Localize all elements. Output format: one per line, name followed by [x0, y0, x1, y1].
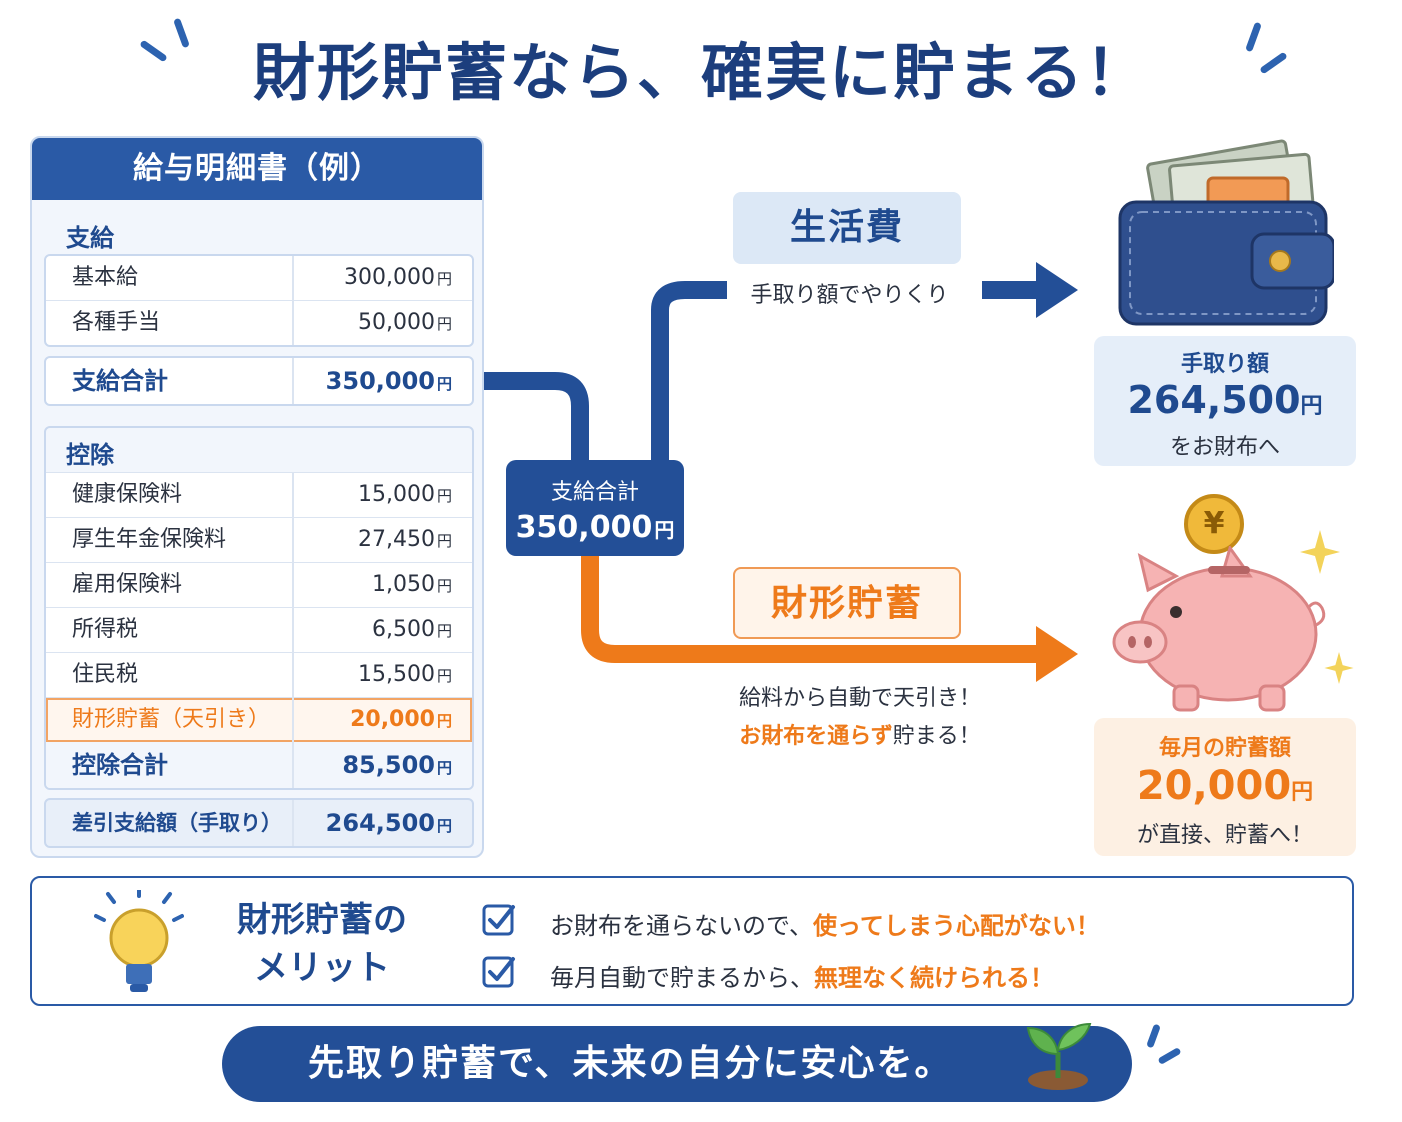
row-value: 6,500: [372, 617, 435, 642]
row-label: 差引支給額（手取り）: [72, 811, 282, 835]
living-expense-note: 手取り額でやりくり: [727, 280, 972, 312]
row-value: 1,050: [372, 572, 435, 597]
footer-text: 先取り貯蓄で、未来の自分に安心を。: [308, 1043, 953, 1084]
row-value: 300,000: [344, 265, 435, 290]
gross-pay-value: 350,000: [515, 510, 653, 545]
yen-unit: 円: [654, 518, 675, 542]
merit-text: 毎月自動で貯まるから、: [550, 964, 814, 992]
merit-title-line2: メリット: [254, 948, 390, 988]
payslip-header: 給与明細書（例）: [32, 138, 482, 200]
saving-note-emphasis: お財布を通らず: [739, 724, 893, 749]
row-value: 85,500: [342, 751, 435, 779]
zaikei-saving-note: 給料から自動で天引き！ お財布を通らず貯まる！: [690, 680, 1030, 756]
sprout-icon: [1026, 1022, 1092, 1090]
row-value: 50,000: [358, 310, 435, 335]
living-expense-badge: 生活費: [733, 192, 961, 264]
check-icon: [482, 956, 515, 988]
pay-section-label: 支給: [66, 224, 114, 252]
row-value: 264,500: [325, 809, 435, 837]
yen-unit: 円: [436, 667, 452, 685]
merit-title: 財形貯蓄の メリット: [222, 896, 422, 992]
zaikei-saving-badge: 財形貯蓄: [733, 567, 961, 639]
row-value: 15,500: [358, 662, 435, 687]
wallet-icon: [1118, 139, 1334, 326]
yen-unit: 円: [436, 375, 452, 393]
footer-banner: 先取り貯蓄で、未来の自分に安心を。: [222, 1026, 1132, 1102]
monthly-saving-value: 20,000: [1136, 763, 1292, 809]
take-home-sub: をお財布へ: [1169, 435, 1280, 460]
take-home-value: 264,500: [1127, 378, 1301, 422]
yen-symbol: ¥: [1203, 506, 1225, 541]
yen-unit: 円: [436, 817, 452, 835]
piggy-bank-icon: [1112, 546, 1326, 712]
merit-emphasis: 無理なく続けられる！: [814, 964, 1054, 992]
row-label: 所得税: [72, 617, 139, 642]
row-value: 350,000: [325, 367, 435, 395]
row-label: 控除合計: [72, 751, 168, 779]
row-label: 厚生年金保険料: [72, 527, 227, 552]
saving-note-line1: 給料から自動で天引き！: [738, 686, 981, 711]
merit-panel: 財形貯蓄の メリット お財布を通らないので、使ってしまう心配がない！ 毎月自動で…: [30, 876, 1354, 1006]
yen-unit: 円: [436, 487, 452, 505]
monthly-saving-title: 毎月の貯蓄額: [1158, 736, 1291, 761]
row-label: 各種手当: [72, 310, 161, 335]
yen-unit: 円: [436, 712, 452, 730]
yen-unit: 円: [436, 759, 452, 777]
deduction-section-label: 控除: [66, 441, 114, 469]
row-value: 20,000: [350, 707, 435, 732]
page-title: 財形貯蓄なら、確実に貯まる！: [252, 36, 1149, 109]
merit-title-line1: 財形貯蓄の: [237, 900, 407, 940]
gross-pay-label: 支給合計: [550, 480, 639, 505]
row-label: 健康保険料: [72, 482, 183, 507]
merit-emphasis: 使ってしまう心配がない！: [813, 912, 1100, 940]
sparkle-icon: [1300, 530, 1340, 574]
monthly-saving-box: 毎月の貯蓄額 20,000円 が直接、貯蓄へ！: [1094, 718, 1356, 856]
yen-unit: 円: [436, 532, 452, 550]
yen-unit: 円: [1291, 780, 1314, 805]
row-label: 財形貯蓄（天引き）: [72, 707, 271, 732]
take-home-box: 手取り額 264,500円 をお財布へ: [1094, 336, 1356, 466]
saving-note-rest: 貯まる！: [892, 724, 981, 749]
monthly-saving-sub: が直接、貯蓄へ！: [1136, 823, 1313, 848]
row-value: 27,450: [358, 527, 435, 552]
row-label: 基本給: [72, 265, 139, 290]
yen-coin-icon: ¥: [1184, 494, 1244, 554]
yen-unit: 円: [436, 577, 452, 595]
row-label: 住民税: [72, 662, 139, 687]
row-value: 15,000: [358, 482, 435, 507]
yen-unit: 円: [436, 315, 452, 333]
lightbulb-icon: [94, 890, 184, 992]
check-icon: [482, 904, 515, 936]
yen-unit: 円: [436, 622, 452, 640]
take-home-title: 手取り額: [1180, 352, 1269, 377]
yen-unit: 円: [436, 270, 452, 288]
merit-text: お財布を通らないので、: [550, 912, 814, 940]
row-label: 雇用保険料: [72, 572, 183, 597]
sparkle-icon: [1324, 652, 1354, 684]
yen-unit: 円: [1300, 394, 1323, 419]
row-label: 支給合計: [72, 367, 168, 395]
